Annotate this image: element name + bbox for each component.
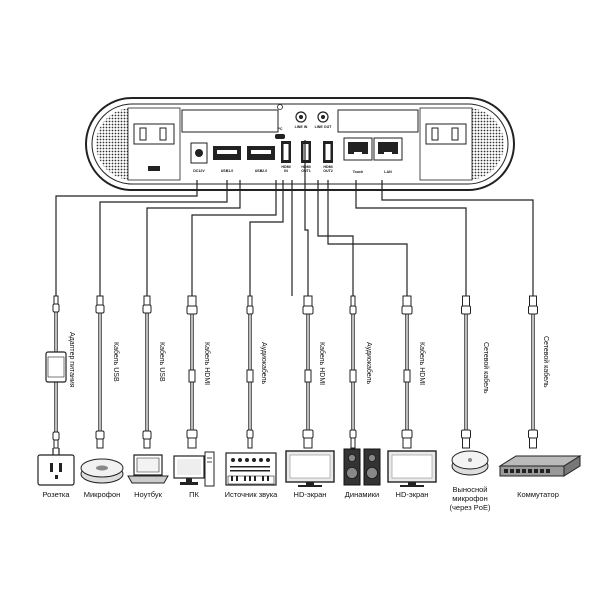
hd-screen-icon (387, 450, 437, 487)
poe-microphone-icon (451, 450, 489, 476)
cable-hdmi (186, 295, 198, 449)
device-label-socket: Розетка (42, 490, 70, 499)
microphone-icon (80, 458, 124, 484)
cable-label-audio-2: Аудиокабель (365, 342, 372, 385)
status-led (277, 104, 283, 110)
device-label-poe-microphone: Выносной микрофон (через PoE) (449, 485, 491, 512)
cable-label-usb-2: Кабель USB (158, 342, 165, 382)
port-label-touch: Touch (352, 170, 364, 174)
hd-screen-icon (285, 450, 335, 487)
port-label-hdmi-in: HDMI IN (281, 165, 291, 173)
network-switch-icon (498, 455, 582, 477)
cable-hdmi (302, 295, 314, 449)
bracket-right (425, 123, 467, 145)
cable-usb (142, 295, 152, 449)
cables (45, 295, 538, 455)
cable-label-network-2: Сетевой кабель (542, 336, 549, 388)
port-label-pc: PC (277, 127, 283, 131)
device-body (85, 97, 515, 191)
cable-usb (95, 295, 105, 449)
cable-audio (246, 295, 254, 449)
pc-port (275, 134, 285, 139)
cable-label-audio-1: Аудиокабель (260, 342, 267, 385)
pc-icon (173, 451, 215, 487)
speakers-icon (343, 448, 381, 486)
power-socket-icon (37, 454, 75, 486)
cable-label-network-1: Сетевой кабель (482, 342, 489, 394)
cable-label-power-adapter: Адаптер питания (68, 332, 75, 388)
cable-label-hdmi-2: Кабель HDMI (318, 342, 325, 386)
cable-audio (349, 295, 357, 449)
port-label-hdmi-out2: HDMI OUT2 (323, 165, 333, 173)
cable-label-hdmi-1: Кабель HDMI (203, 342, 210, 386)
device-label-hd-screen-2: HD-экран (395, 490, 429, 499)
devices (37, 448, 582, 487)
device-label-microphone: Микрофон (83, 490, 121, 499)
port-label-dc12v: DC12V (193, 169, 205, 173)
port-label-line-in: LINE IN (294, 125, 308, 129)
device-label-laptop: Ноутбук (134, 490, 162, 499)
cable-rj45 (528, 295, 538, 449)
port-label-line-out: LINE OUT (314, 125, 332, 129)
device-label-hd-screen-1: HD-экран (293, 490, 327, 499)
device-label-speakers: Динамики (344, 490, 380, 499)
device-label-switch: Коммутатор (517, 490, 559, 499)
cable-label-hdmi-3: Кабель HDMI (418, 342, 425, 386)
audio-source-icon (225, 452, 277, 486)
top-panel-right (337, 109, 419, 133)
laptop-icon (127, 454, 169, 484)
connection-lines (55, 140, 534, 296)
device-label-pc: ПК (189, 490, 199, 499)
port-label-usb2: USB2.0 (254, 169, 268, 173)
port-label-lan: LAN (384, 170, 392, 174)
device-label-audio-source: Источник звука (224, 490, 278, 499)
vent-slot (148, 166, 160, 171)
cable-hdmi (401, 295, 413, 449)
bracket-left (133, 123, 175, 145)
top-panel-left (181, 109, 279, 133)
port-label-hdmi-out1: HDMI OUT1 (301, 165, 311, 173)
cable-rj45 (461, 295, 471, 449)
port-label-usb1: USB1.0 (220, 169, 234, 173)
cable-label-usb-1: Кабель USB (112, 342, 119, 382)
cable-power (45, 295, 67, 455)
